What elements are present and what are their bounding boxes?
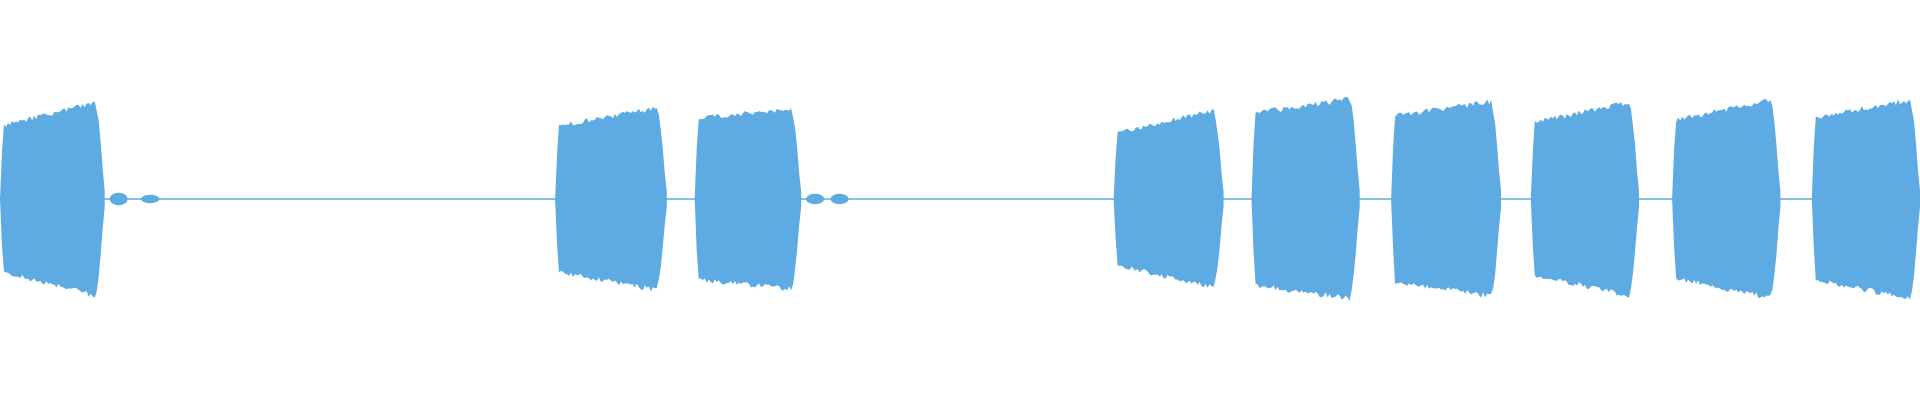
waveform-burst-7 xyxy=(1530,101,1639,298)
waveform-tail-2 xyxy=(141,194,160,204)
waveform-burst-2 xyxy=(555,106,667,292)
waveform-tails xyxy=(109,192,849,206)
waveform-tail-4 xyxy=(830,193,849,205)
waveform-burst-4 xyxy=(1113,109,1224,288)
waveform-burst-1 xyxy=(0,101,105,298)
waveform-burst-3 xyxy=(694,108,802,291)
waveform-burst-5 xyxy=(1251,97,1360,301)
waveform-burst-8 xyxy=(1672,99,1781,299)
waveform-bursts xyxy=(0,97,1920,301)
waveform-burst-9 xyxy=(1811,99,1920,300)
waveform-tail-1 xyxy=(109,192,128,206)
waveform-tail-3 xyxy=(806,193,825,205)
waveform-burst-6 xyxy=(1391,99,1502,298)
